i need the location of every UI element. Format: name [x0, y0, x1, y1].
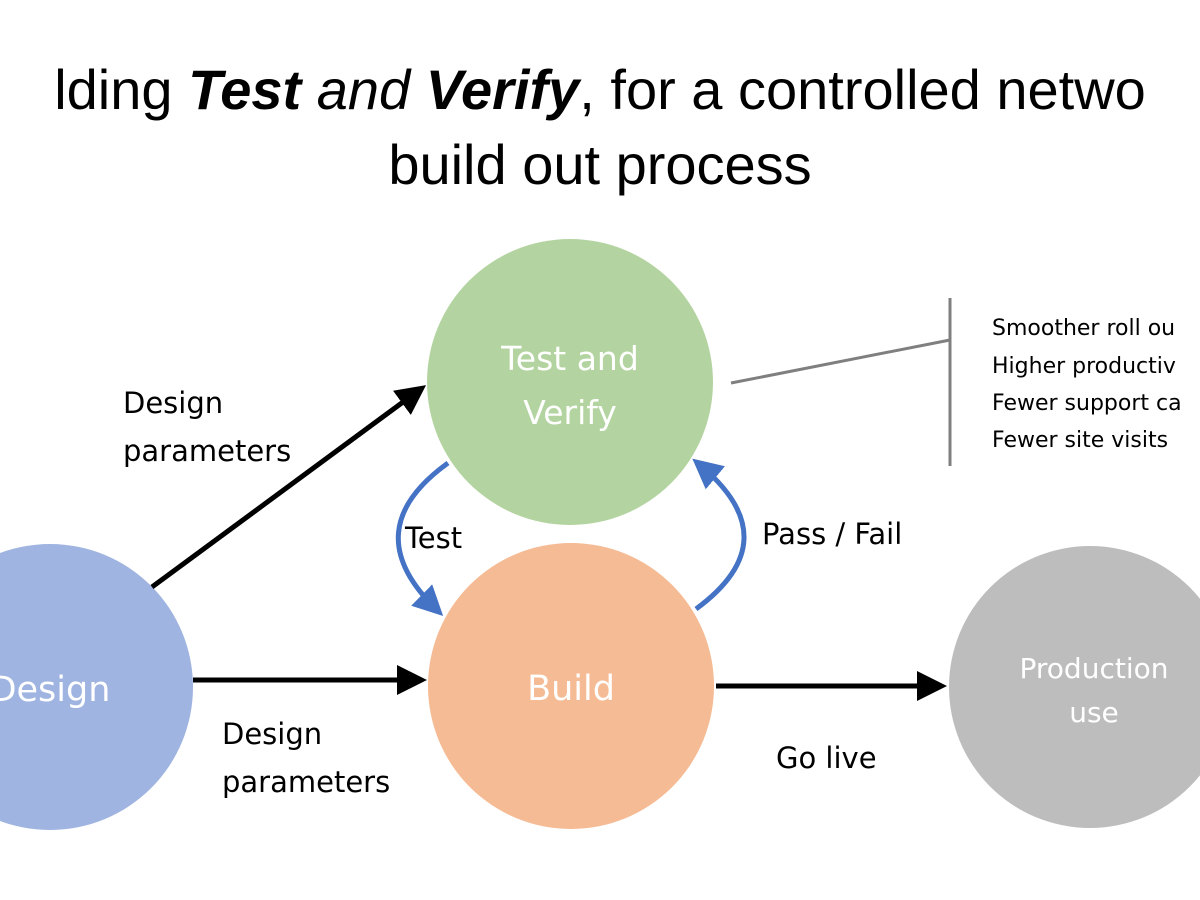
go-live-label: Go live	[776, 741, 877, 775]
design-node	[0, 544, 193, 830]
design-params-lower-line2: parameters	[222, 765, 390, 799]
build-node	[428, 543, 714, 829]
production-label-line1: Production	[1020, 652, 1169, 685]
title-suffix: , for a controlled netwo	[579, 58, 1146, 121]
benefit-item: Higher productiv	[992, 354, 1176, 379]
pass-fail-label: Pass / Fail	[762, 517, 902, 551]
test-loop-arrow	[395, 460, 450, 616]
build-label: Build	[527, 669, 615, 709]
title-line-2: build out process	[388, 133, 812, 196]
test-verify-node	[427, 239, 713, 525]
title-prefix: lding	[54, 58, 189, 121]
pass-fail-loop-arrow	[692, 458, 747, 612]
title-line-1: lding Test and Verify, for a controlled …	[0, 62, 1200, 118]
test-loop-label: Test	[404, 521, 462, 555]
title-bold-verify: Verify	[425, 58, 580, 121]
design-params-upper-line1: Design	[123, 386, 223, 420]
design-params-lower-line1: Design	[222, 717, 322, 751]
title-bold-test: Test	[188, 58, 302, 121]
callout-line	[730, 338, 951, 385]
test-verify-label-line1: Test and	[500, 339, 639, 378]
design-params-upper-line2: parameters	[123, 434, 291, 468]
benefit-item: Smoother roll ou	[992, 316, 1175, 341]
production-node	[949, 546, 1200, 828]
design-label: Design	[0, 670, 110, 710]
test-verify-label-line2: Verify	[523, 393, 617, 432]
design-to-test-arrow	[150, 385, 427, 590]
title-italic-and: and	[301, 58, 426, 121]
production-label-line2: use	[1069, 696, 1119, 729]
benefit-item: Fewer site visits	[992, 428, 1168, 453]
benefit-item: Fewer support ca	[992, 391, 1182, 416]
